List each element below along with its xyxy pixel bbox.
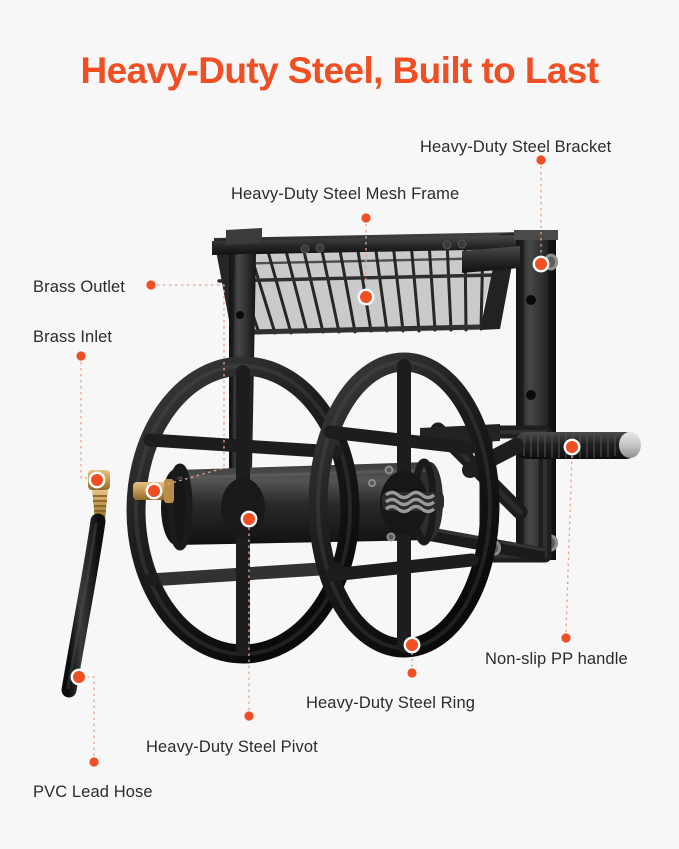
callout-label-brass-outlet: Brass Outlet xyxy=(33,278,125,296)
spring-pivot-mechanism xyxy=(368,465,444,542)
steel-mesh-basket xyxy=(212,228,520,336)
callout-label-steel-bracket: Heavy-Duty Steel Bracket xyxy=(420,138,612,156)
pvc-lead-hose xyxy=(61,513,106,698)
callout-label-brass-inlet: Brass Inlet xyxy=(33,328,113,346)
callout-label-steel-pivot: Heavy-Duty Steel Pivot xyxy=(146,738,318,756)
callout-label-pvc-lead-hose: PVC Lead Hose xyxy=(33,783,153,801)
callout-label-non-slip-pp-handle: Non-slip PP handle xyxy=(485,650,628,668)
callout-label-steel-mesh-frame: Heavy-Duty Steel Mesh Frame xyxy=(231,185,460,203)
callout-label-steel-ring: Heavy-Duty Steel Ring xyxy=(306,694,476,712)
page-title: Heavy-Duty Steel, Built to Last xyxy=(80,50,599,91)
